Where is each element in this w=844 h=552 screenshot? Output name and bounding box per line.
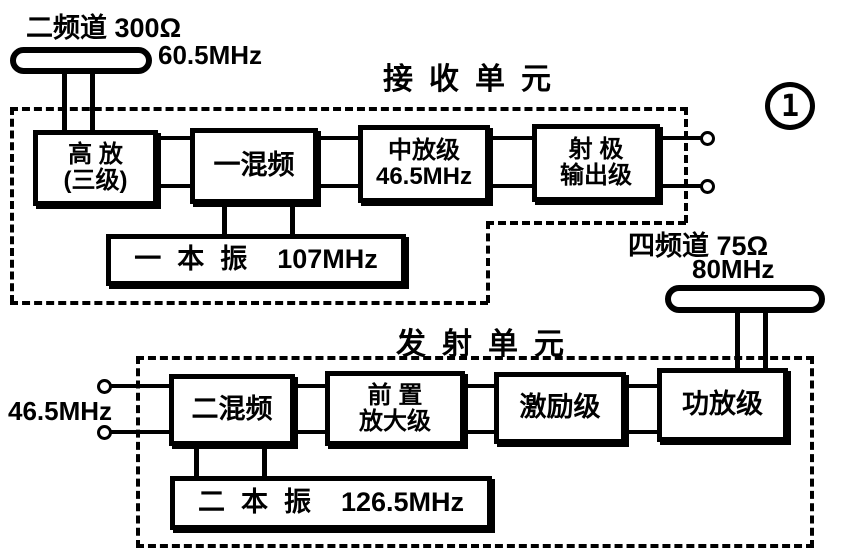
- receive-antenna-channel-label: 二频道 300Ω: [26, 13, 182, 43]
- first-mixer-label: 一混频: [213, 150, 295, 181]
- wire-mixer1-lo1-right: [290, 202, 295, 236]
- rf-amplifier-label-line1: 高 放: [68, 141, 123, 169]
- wire-driver-pa-bottom: [624, 430, 659, 434]
- block-preamplifier-stage: 前 置 放大级: [325, 371, 465, 446]
- wire-mixer1-ifamp-bottom: [316, 184, 360, 188]
- wire-input-mixer2-top: [111, 384, 171, 388]
- receiver-dashed-right: [684, 107, 688, 223]
- emitter-output-label-line1: 射 极: [568, 136, 624, 164]
- block-rf-amplifier: 高 放 (三级): [33, 130, 158, 206]
- receive-antenna-feedline-left: [62, 72, 67, 132]
- wire-emitter-output-bottom: [658, 184, 702, 188]
- if-amplifier-label-line1: 中放级: [388, 137, 460, 165]
- figure-number-badge: 1: [765, 82, 815, 130]
- block-driver-stage: 激励级: [494, 372, 626, 444]
- receiver-dashed-top: [10, 107, 688, 111]
- rf-amplifier-label-line2: (三级): [63, 167, 128, 194]
- receiver-output-terminal-bottom: [700, 179, 715, 194]
- wire-ifamp-emitter-top: [488, 136, 534, 140]
- receiver-dashed-step-horizontal: [486, 221, 686, 225]
- block-second-mixer: 二混频: [169, 374, 295, 446]
- receiver-unit-title: 接收单元: [383, 63, 567, 96]
- transmit-antenna-channel-label: 四频道 75Ω: [628, 231, 769, 261]
- block-second-local-oscillator: 二本振 126.5MHz: [170, 476, 492, 530]
- first-local-oscillator-name: 一本振: [134, 244, 264, 275]
- receive-antenna-dipole: [10, 47, 152, 74]
- wire-ifamp-emitter-bottom: [488, 184, 534, 188]
- receive-antenna-feedline-right: [90, 72, 95, 132]
- receive-antenna-frequency-label: 60.5MHz: [158, 40, 263, 70]
- figure-number: 1: [780, 88, 800, 124]
- transmit-antenna-feedline-left: [735, 311, 740, 368]
- first-local-oscillator-frequency: 107MHz: [277, 244, 378, 275]
- block-first-local-oscillator: 一本振 107MHz: [106, 234, 406, 286]
- if-amplifier-label-line2: 46.5MHz: [375, 163, 473, 190]
- transmit-antenna-dipole: [665, 285, 825, 313]
- receiver-dashed-bottom: [10, 301, 488, 305]
- preamplifier-label-line1: 前 置: [367, 381, 423, 409]
- wire-driver-pa-top: [624, 384, 659, 388]
- receiver-dashed-left: [10, 107, 14, 303]
- receiver-dashed-step-vertical: [486, 221, 490, 303]
- wire-mixer2-lo2-left: [194, 444, 199, 478]
- wire-mixer2-preamp-top: [293, 384, 327, 388]
- preamplifier-label-line2: 放大级: [359, 407, 431, 435]
- transmitter-input-terminal-top: [97, 379, 112, 394]
- wire-preamp-driver-bottom: [463, 430, 496, 434]
- transmitter-dashed-box: [136, 356, 814, 548]
- driver-stage-label: 激励级: [519, 392, 601, 423]
- wire-input-mixer2-bottom: [111, 430, 171, 434]
- emitter-output-label-line2: 输出级: [560, 162, 632, 189]
- transmit-antenna-frequency-label: 80MHz: [692, 254, 775, 284]
- power-amplifier-label: 功放级: [682, 389, 763, 420]
- transmitter-input-terminal-bottom: [97, 425, 112, 440]
- block-first-mixer: 一混频: [190, 128, 318, 204]
- wire-mixer2-lo2-right: [262, 444, 267, 478]
- transmit-antenna-feedline-right: [763, 311, 768, 368]
- wire-preamp-driver-top: [463, 384, 496, 388]
- wire-rfamp-mixer1-bottom: [156, 184, 192, 188]
- wire-emitter-output-top: [658, 136, 702, 140]
- receiver-output-terminal-top: [700, 131, 715, 146]
- block-if-amplifier: 中放级 46.5MHz: [358, 125, 490, 203]
- second-local-oscillator-name: 二本振: [197, 487, 327, 518]
- wire-mixer1-lo1-left: [222, 202, 227, 236]
- wire-mixer1-ifamp-top: [316, 136, 360, 140]
- second-local-oscillator-frequency: 126.5MHz: [340, 487, 465, 518]
- wire-mixer2-preamp-bottom: [293, 430, 327, 434]
- block-emitter-output-stage: 射 极 输出级: [532, 124, 660, 202]
- second-mixer-label: 二混频: [191, 394, 273, 425]
- wire-rfamp-mixer1-top: [156, 136, 192, 140]
- transmitter-unit-title: 发射单元: [396, 328, 580, 361]
- block-power-amplifier-stage: 功放级: [657, 368, 788, 442]
- transmitter-input-frequency-label: 46.5MHz: [8, 396, 113, 426]
